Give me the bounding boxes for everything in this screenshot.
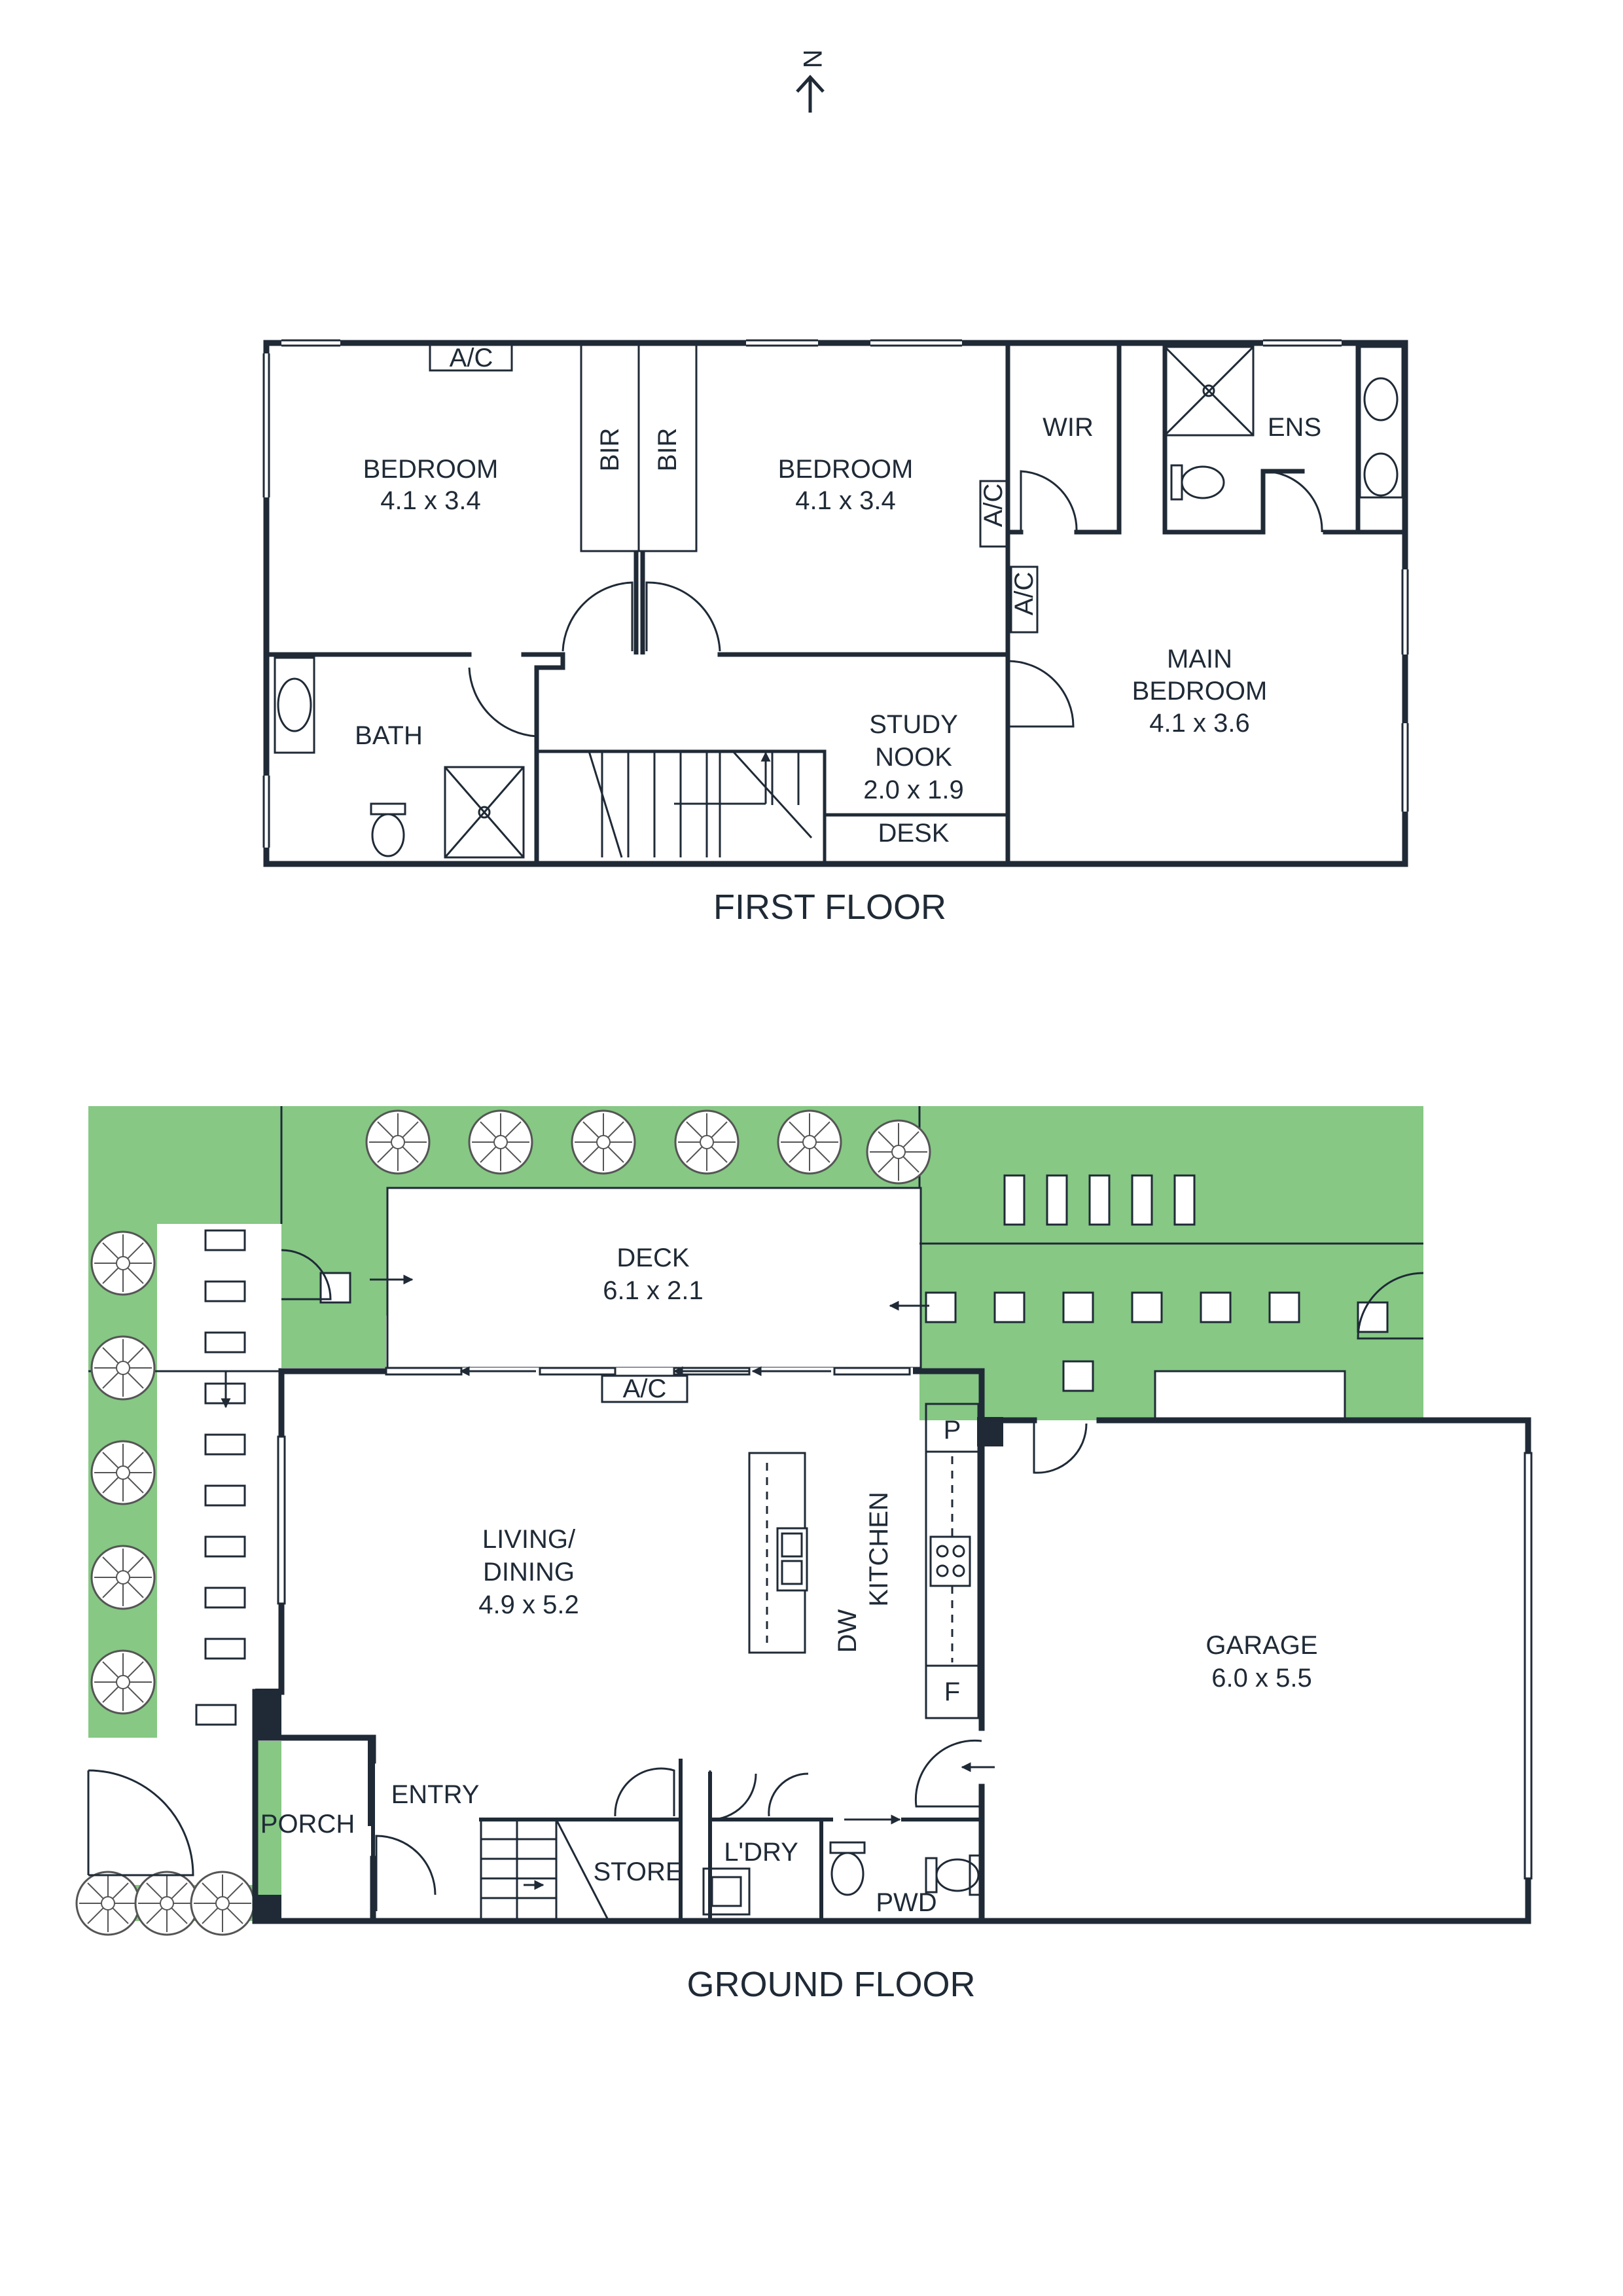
ground-ac-label: A/C xyxy=(623,1374,667,1403)
ens-label: ENS xyxy=(1268,413,1321,442)
ground-floor-title: GROUND FLOOR xyxy=(687,1965,975,2004)
bath-label: BATH xyxy=(355,721,423,750)
staircase-ground-floor xyxy=(480,1818,610,1922)
deck-size: 6.1 x 2.1 xyxy=(603,1276,703,1305)
bedroom-1-size: 4.1 x 3.4 xyxy=(380,486,480,515)
wir-label: WIR xyxy=(1043,413,1094,442)
study-nook-size: 2.0 x 1.9 xyxy=(863,776,963,804)
store-label: STORE xyxy=(593,1857,683,1886)
main-bedroom-name-1: MAIN xyxy=(1167,645,1232,673)
toilet-icon xyxy=(370,802,406,857)
toilet-icon xyxy=(829,1841,866,1896)
porch-label: PORCH xyxy=(260,1810,355,1839)
first-floor-plan: A/C A/C A/C BIR BIR xyxy=(262,339,1409,927)
living-name-1: LIVING/ xyxy=(482,1525,576,1554)
garden-area xyxy=(88,1106,1423,1921)
pwd-label: PWD xyxy=(876,1888,936,1917)
bir-label-1: BIR xyxy=(596,428,624,472)
ac-label-1: A/C xyxy=(450,344,493,372)
main-bedroom-name-2: BEDROOM xyxy=(1132,677,1268,706)
main-bedroom-size: 4.1 x 3.6 xyxy=(1149,709,1249,738)
garage-size: 6.0 x 5.5 xyxy=(1211,1664,1311,1693)
fridge-label: F xyxy=(944,1677,960,1706)
garage-name: GARAGE xyxy=(1205,1631,1317,1660)
entry-label: ENTRY xyxy=(391,1780,480,1809)
ground-floor-plan: A/C P F KITCHEN DW xyxy=(75,1106,1533,2004)
ac-label-2: A/C xyxy=(979,484,1008,528)
toilet-icon xyxy=(1170,464,1225,501)
bedroom-1-name: BEDROOM xyxy=(363,455,499,484)
study-nook-name-1: STUDY xyxy=(869,710,958,739)
kitchen-label: KITCHEN xyxy=(865,1492,893,1607)
bedroom-2-size: 4.1 x 3.4 xyxy=(795,486,895,515)
north-arrow-icon: N xyxy=(796,50,827,113)
stepping-stones xyxy=(195,1174,1389,1726)
living-size: 4.9 x 5.2 xyxy=(478,1590,579,1619)
bedroom-2-name: BEDROOM xyxy=(778,455,914,484)
staircase-first-floor xyxy=(588,750,813,858)
deck-name: DECK xyxy=(616,1244,689,1272)
desk-label: DESK xyxy=(878,819,950,848)
laundry-label: L'DRY xyxy=(724,1838,798,1867)
ac-label-3: A/C xyxy=(1010,572,1039,616)
first-floor-title: FIRST FLOOR xyxy=(713,888,946,927)
north-label: N xyxy=(798,50,827,69)
study-nook-name-2: NOOK xyxy=(875,743,952,772)
bir-label-2: BIR xyxy=(653,428,682,472)
dw-label: DW xyxy=(833,1609,862,1653)
pantry-label: P xyxy=(944,1416,961,1444)
living-name-2: DINING xyxy=(483,1558,575,1587)
